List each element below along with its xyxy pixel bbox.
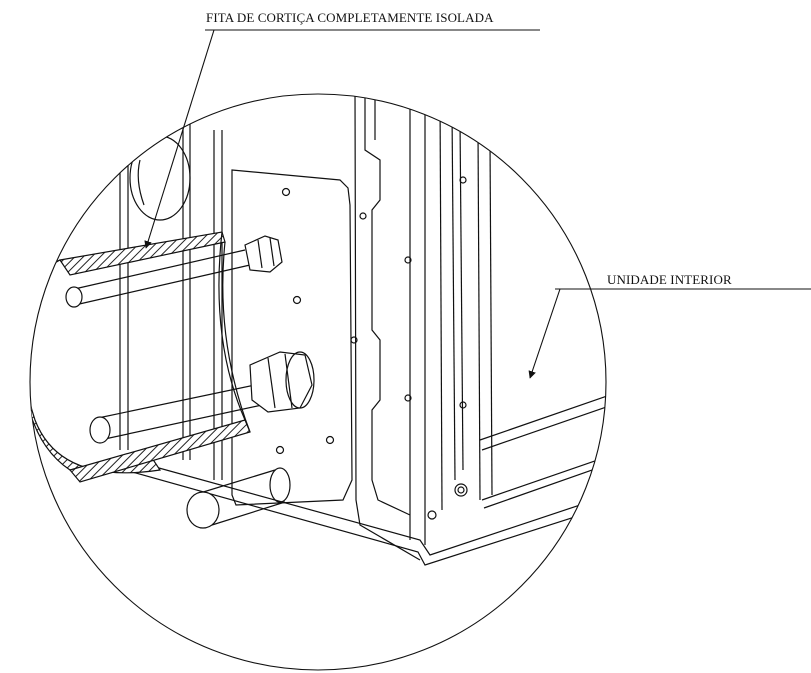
- detail-circle: [29, 93, 607, 671]
- indoor-arrow: [528, 288, 561, 379]
- drain-pipe: [186, 467, 291, 529]
- mounting-plate: [231, 169, 353, 506]
- insulation-label: FITA DE CORTIÇA COMPLETAMENTE ISOLADA: [206, 10, 494, 25]
- left-wall-panel: [119, 120, 223, 480]
- indoor-unit-housing: [124, 94, 606, 566]
- insulation-sleeve: [30, 231, 251, 483]
- lower-pipe: [89, 351, 315, 444]
- insulation-arrow: [144, 29, 215, 249]
- upper-pipe: [65, 235, 283, 308]
- detail-content: [30, 94, 606, 566]
- indoor-unit-label: UNIDADE INTERIOR: [607, 272, 732, 287]
